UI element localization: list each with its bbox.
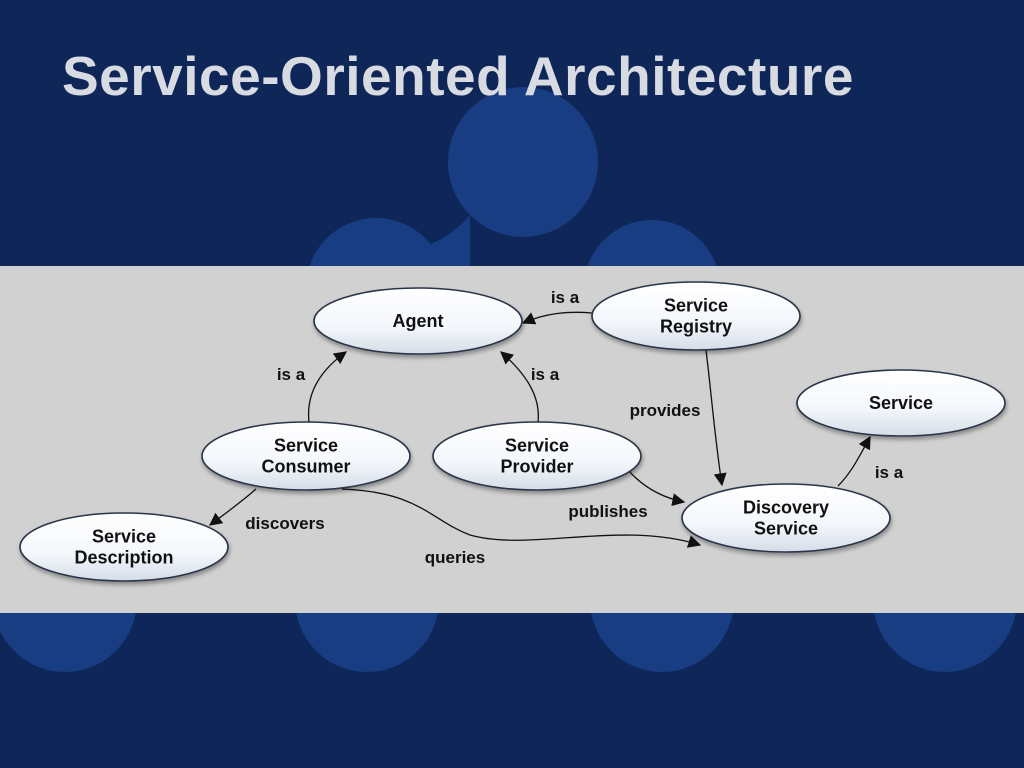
edge-provider-discovery [627, 469, 686, 507]
edge-label-consumer-agent: is a [277, 365, 306, 384]
node-layer: AgentServiceRegistryServiceServiceConsum… [19, 281, 1006, 582]
edge-label-consumer-discovery: queries [425, 548, 485, 567]
node-label: Service [869, 393, 933, 413]
node-ellipse [201, 421, 411, 491]
node-label: Service [664, 296, 728, 316]
edge-label-registry-discovery: provides [630, 401, 701, 420]
node-label: Provider [500, 457, 573, 477]
slide-title: Service-Oriented Architecture [62, 45, 854, 107]
edge-label-provider-discovery: publishes [568, 502, 647, 521]
edge-label-provider-agent: is a [531, 365, 560, 384]
node-service: Service [796, 369, 1006, 437]
node-label: Description [74, 548, 173, 568]
node-ellipse [681, 483, 891, 553]
edge-provider-agent [500, 351, 539, 423]
node-label: Service [505, 436, 569, 456]
edge-label-registry-agent: is a [551, 288, 580, 307]
node-agent: Agent [313, 287, 523, 355]
edge-layer: is a is a is a provides is a publishes discove… [208, 288, 904, 567]
node-label: Service [274, 436, 338, 456]
node-ellipse [796, 369, 1006, 437]
edge-label-consumer-description: discovers [245, 514, 324, 533]
edge-consumer-agent [307, 351, 348, 423]
node-label: Agent [393, 311, 444, 331]
edge-registry-agent [521, 311, 593, 325]
node-ellipse [591, 281, 801, 351]
node-label: Consumer [261, 457, 350, 477]
node-label: Service [92, 527, 156, 547]
node-ellipse [19, 512, 229, 582]
edge-registry-discovery [705, 349, 727, 487]
node-ellipse [313, 287, 523, 355]
edge-label-discovery-service-isa: is a [875, 463, 904, 482]
node-ellipse [432, 421, 642, 491]
node-label: Registry [660, 317, 732, 337]
edge-consumer-description [208, 488, 257, 526]
edge-consumer-discovery [341, 488, 702, 548]
edge-discovery-service-isa [837, 435, 871, 487]
bg-circle [448, 87, 598, 237]
node-label: Discovery [743, 498, 829, 518]
node-label: Service [754, 519, 818, 539]
